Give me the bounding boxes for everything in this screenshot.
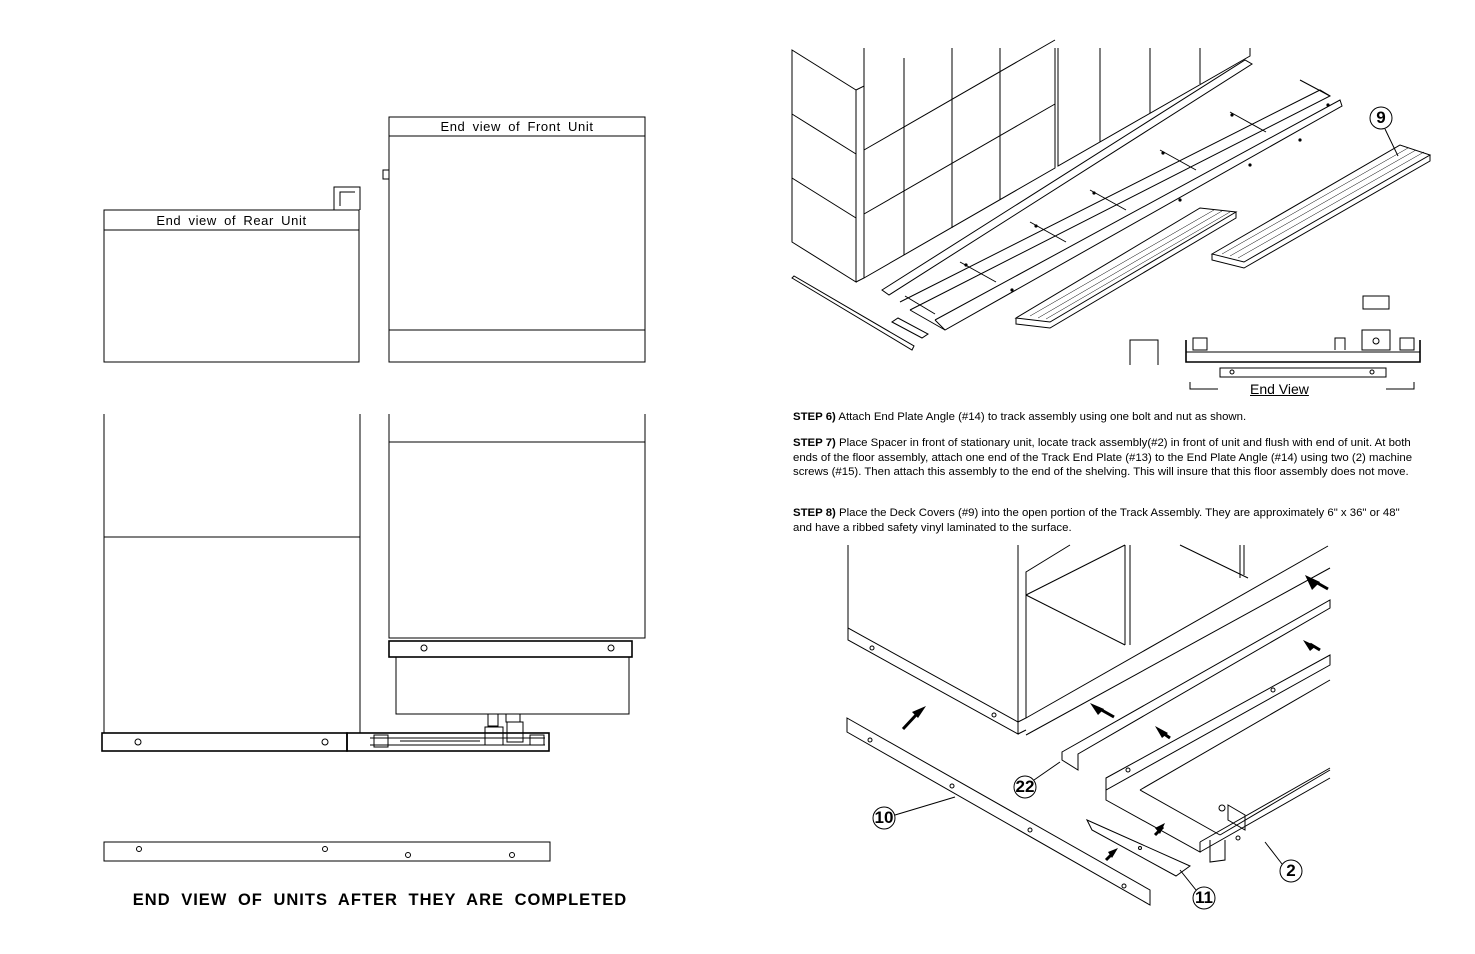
rear-unit-label: End view of Rear Unit <box>156 213 307 228</box>
step-6-text: Attach End Plate Angle (#14) to track as… <box>835 411 1247 423</box>
callout-part-11: 11 <box>1195 888 1213 907</box>
front-unit-label: End view of Front Unit <box>440 119 594 134</box>
step-8: STEP 8) Place the Deck Covers (#9) into … <box>793 506 1418 535</box>
step-8-text: Place the Deck Covers (#9) into the open… <box>793 507 1400 534</box>
end-view-label: End View <box>1250 381 1309 397</box>
step-7-text: Place Spacer in front of stationary unit… <box>793 437 1413 479</box>
callout-part-10: 10 <box>874 808 894 827</box>
callout-deck-cover: 9 <box>1376 108 1386 127</box>
step-6: STEP 6) Attach End Plate Angle (#14) to … <box>793 410 1418 425</box>
step-8-number: STEP 8) <box>793 507 836 519</box>
left-panel-caption: END VIEW OF UNITS AFTER THEY ARE COMPLET… <box>132 891 628 909</box>
step-7-number: STEP 7) <box>793 437 836 449</box>
step-6-number: STEP 6) <box>793 411 836 423</box>
callout-part-2: 2 <box>1286 861 1296 880</box>
callout-part-22: 22 <box>1015 777 1035 796</box>
step-7: STEP 7) Place Spacer in front of station… <box>793 436 1418 480</box>
